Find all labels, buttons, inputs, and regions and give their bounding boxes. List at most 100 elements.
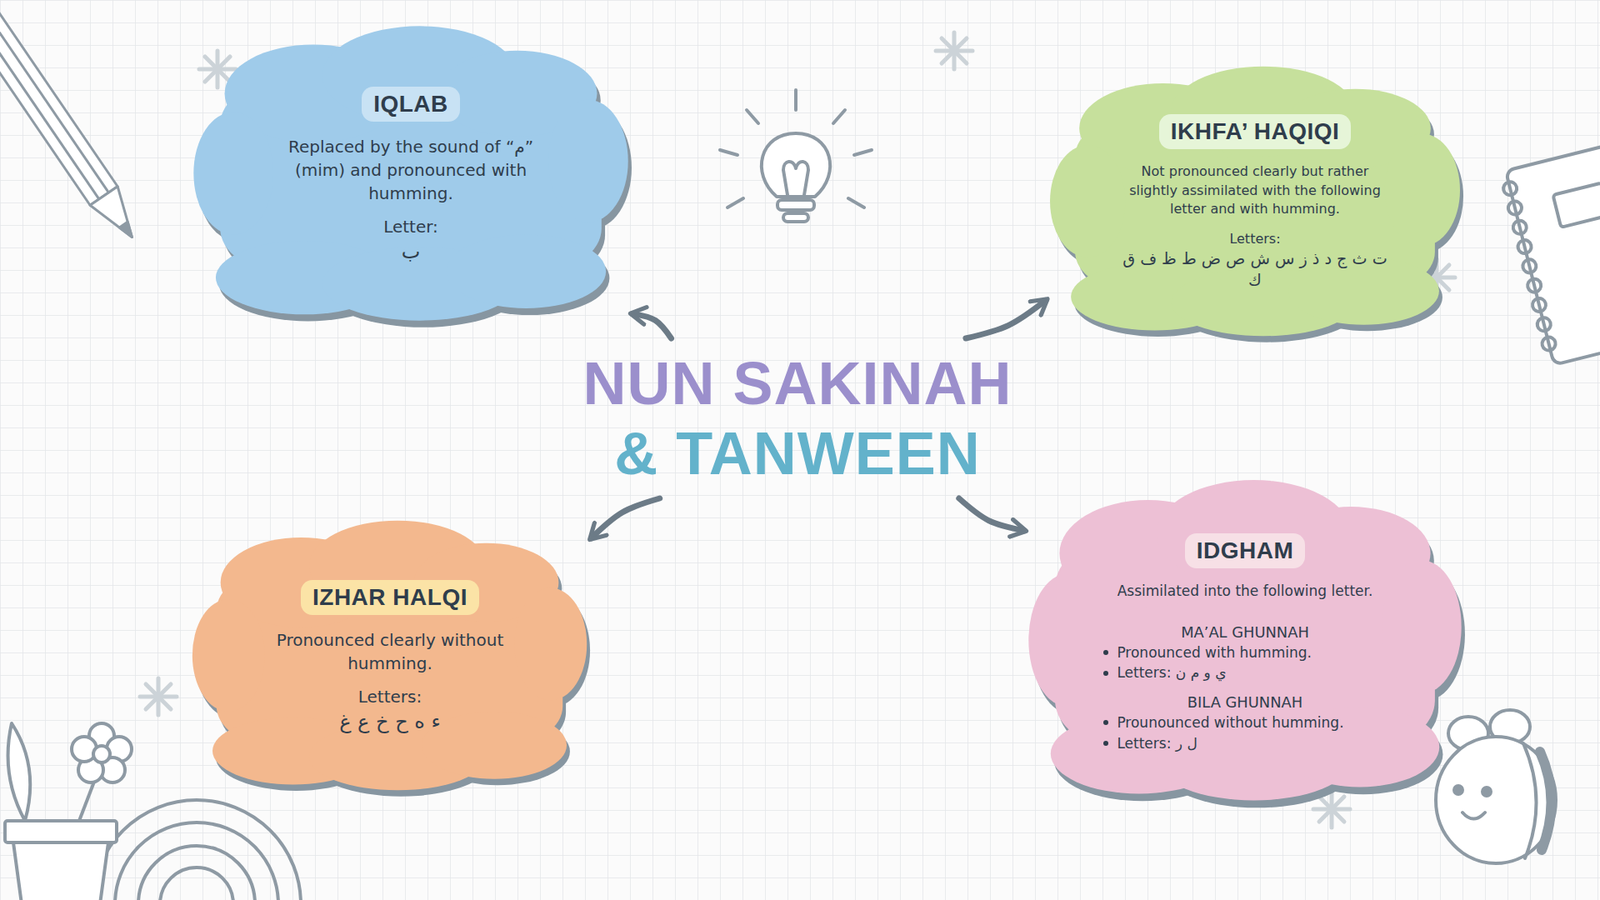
- cloud-fill-bump: [1385, 133, 1460, 246]
- notebook-ring: [1501, 180, 1518, 197]
- notebook-doodle: [1499, 142, 1600, 367]
- bulb-ray: [746, 110, 759, 124]
- notebook-ring: [1506, 200, 1523, 216]
- heading-pill: IZHAR HALQI: [300, 580, 480, 615]
- bulb-base: [783, 213, 809, 222]
- bulb-ray: [727, 198, 744, 208]
- bullet-row: Letters: ي و م ن: [1103, 662, 1226, 684]
- letters-label: Letter:: [383, 216, 439, 237]
- notebook-ring: [1540, 335, 1557, 352]
- cloud-fill-bump: [1381, 560, 1461, 694]
- star-ray: [145, 684, 171, 710]
- bee-eye: [1482, 787, 1491, 796]
- bulb-ray: [833, 110, 845, 124]
- title-row: & TANWEEN: [614, 418, 981, 489]
- pencil-lead: [119, 221, 136, 240]
- cloud-node: IQLAB Replaced by the sound of “م” (mim) …: [189, 20, 633, 327]
- arrow-connector: [965, 300, 1046, 339]
- cloud-fill-bump: [422, 710, 568, 779]
- notebook-ring: [1525, 277, 1542, 294]
- bullet-text: Pronounced with humming.: [1116, 642, 1312, 664]
- description-text: Assimilated into the following letter.: [1117, 582, 1374, 600]
- cloud-content: IZHAR HALQI Pronounced clearly without hu…: [260, 580, 519, 737]
- flower-pot-doodle: [5, 723, 132, 900]
- bullet-dot: [1103, 720, 1109, 725]
- bee-stripe: [1540, 751, 1552, 850]
- bullet-text: Prounounced without humming.: [1116, 712, 1344, 734]
- cloud-fill: [1028, 480, 1461, 800]
- cloud-node: IZHAR HALQI Pronounced clearly without hu…: [188, 515, 591, 796]
- cloud-fill-bump: [446, 235, 607, 309]
- head-row: IZHAR HALQI: [300, 580, 480, 615]
- star-ray: [205, 56, 230, 82]
- body-row: Not pronounced clearly but rather slight…: [1120, 162, 1389, 219]
- pot-rim: [5, 820, 117, 843]
- star-ray: [205, 56, 230, 82]
- subheading: BILA GHUNNAH: [1187, 693, 1303, 711]
- star-ray: [1319, 796, 1345, 822]
- topic-title: NUN SAKINAH: [583, 350, 1013, 417]
- rainbow-arc: [160, 867, 234, 900]
- bee-smile: [1462, 812, 1485, 820]
- head-row: IQLAB: [361, 86, 460, 122]
- cloud-fill-bump: [548, 100, 629, 223]
- description-text: Replaced by the sound of “م” (mim) and p…: [288, 136, 534, 204]
- star-ray: [145, 684, 171, 710]
- cloud-fill: [193, 25, 628, 320]
- label-row: Letters:: [1229, 230, 1280, 247]
- cloud-fill-bump: [1028, 573, 1108, 707]
- pencil-tip: [90, 186, 146, 247]
- pot-body: [13, 842, 109, 900]
- bullet-row: Prounounced without humming.: [1103, 712, 1344, 734]
- bulb-ray: [848, 198, 865, 208]
- bulb-ray: [794, 90, 798, 110]
- description-text: Pronounced clearly without humming.: [276, 630, 505, 674]
- bulb-base: [777, 200, 815, 210]
- bee-stripe: [1523, 743, 1537, 859]
- star-doodle: [935, 32, 973, 70]
- connector-group: [591, 300, 1046, 538]
- letters-label: Letters:: [1229, 230, 1280, 247]
- cloud-text-area: IDGHAMAssimilated into the following let…: [1103, 526, 1386, 760]
- cloud-node: IDGHAMAssimilated into the following let…: [1024, 473, 1466, 808]
- topic-title: & TANWEEN: [614, 420, 981, 487]
- notebook-ring: [1521, 258, 1538, 275]
- pencil-line: [0, 6, 109, 193]
- letters-row: ب: [401, 238, 421, 267]
- bee-doodle: [1435, 710, 1556, 864]
- arabic-letters: ب: [401, 240, 421, 264]
- cloud-fill: [1050, 65, 1460, 336]
- letters-row: ت ث ج د ذ ز س ش ص ض ط ظ ف ق ك: [1120, 248, 1389, 294]
- heading-pill: IQLAB: [361, 86, 460, 122]
- bulb-glass: [761, 133, 830, 197]
- bullet-dot: [1103, 650, 1109, 655]
- pencil-doodle: [0, 0, 146, 247]
- title-row: NUN SAKINAH: [583, 348, 1013, 419]
- pencil-body: [0, 0, 118, 206]
- cloud-fill-bump: [192, 599, 265, 712]
- arrow-connector: [591, 498, 660, 539]
- cloud-text-area: IZHAR HALQI Pronounced clearly without hu…: [260, 559, 519, 756]
- letters-label: Letters:: [358, 686, 422, 707]
- cloud-content: IQLAB Replaced by the sound of “م” (mim) …: [269, 86, 554, 267]
- cloud-fill-bump: [515, 587, 588, 700]
- notebook-cover: [1505, 142, 1600, 365]
- pencil-line: [0, 13, 100, 200]
- cloud-node: IKHFA’ HAQIQINot pronounced clearly but …: [1045, 60, 1465, 342]
- cloud-text-area: IQLAB Replaced by the sound of “م” (mim) …: [269, 69, 554, 285]
- label-row: Letter:: [383, 216, 439, 237]
- bulb-ray: [720, 150, 738, 155]
- notebook-ring: [1516, 238, 1533, 255]
- rainbow-arc: [92, 800, 301, 900]
- cloud-content: IKHFA’ HAQIQINot pronounced clearly but …: [1120, 114, 1389, 293]
- lightbulb-doodle: [720, 90, 872, 222]
- bullet-row: Letters: ل ر: [1103, 733, 1197, 755]
- bee-eye: [1454, 785, 1463, 795]
- notebook-ring: [1530, 296, 1547, 313]
- star-ray: [941, 38, 967, 64]
- rainbow-doodle: [92, 800, 301, 900]
- sub-row: BILA GHUNNAH: [1187, 693, 1303, 711]
